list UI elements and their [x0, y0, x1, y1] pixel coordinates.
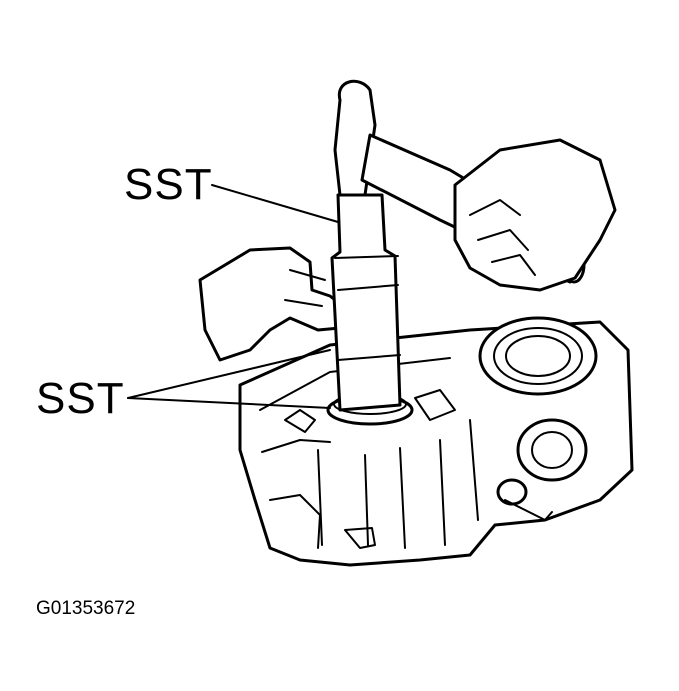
- sst-upper-label: SST: [124, 160, 213, 209]
- figure-code: G01353672: [36, 598, 136, 619]
- bearing-boss: [478, 316, 598, 521]
- right-hand: [453, 138, 617, 292]
- leader-lines: [127, 184, 339, 409]
- sst-driver: [330, 193, 402, 412]
- sst-lower-label: SST: [36, 374, 125, 423]
